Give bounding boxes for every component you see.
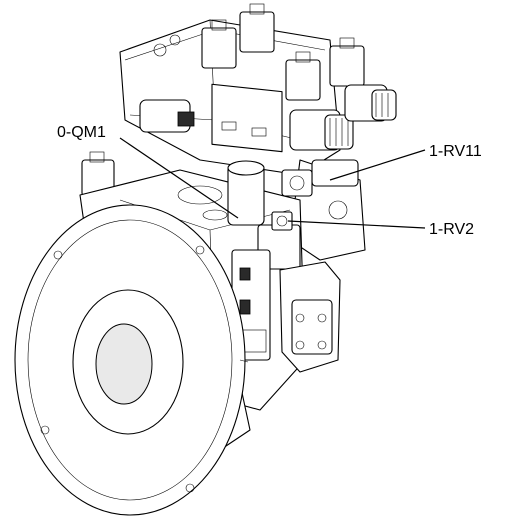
solenoid-coils: [81, 3, 365, 197]
callout-qm1: 0-QM1: [57, 124, 106, 141]
callout-rv11: 1-RV11: [429, 143, 482, 160]
cartridge-valves: [139, 84, 397, 151]
side-valve-block: [281, 159, 366, 261]
mounting-flange: [14, 204, 249, 516]
leader-lines: [119, 137, 426, 229]
qm1-leader: [119, 137, 239, 219]
rv11-leader: [329, 149, 426, 181]
drive-unit: [279, 261, 341, 373]
callout-rv2: 1-RV2: [429, 221, 474, 238]
rv2-leader: [287, 220, 426, 229]
